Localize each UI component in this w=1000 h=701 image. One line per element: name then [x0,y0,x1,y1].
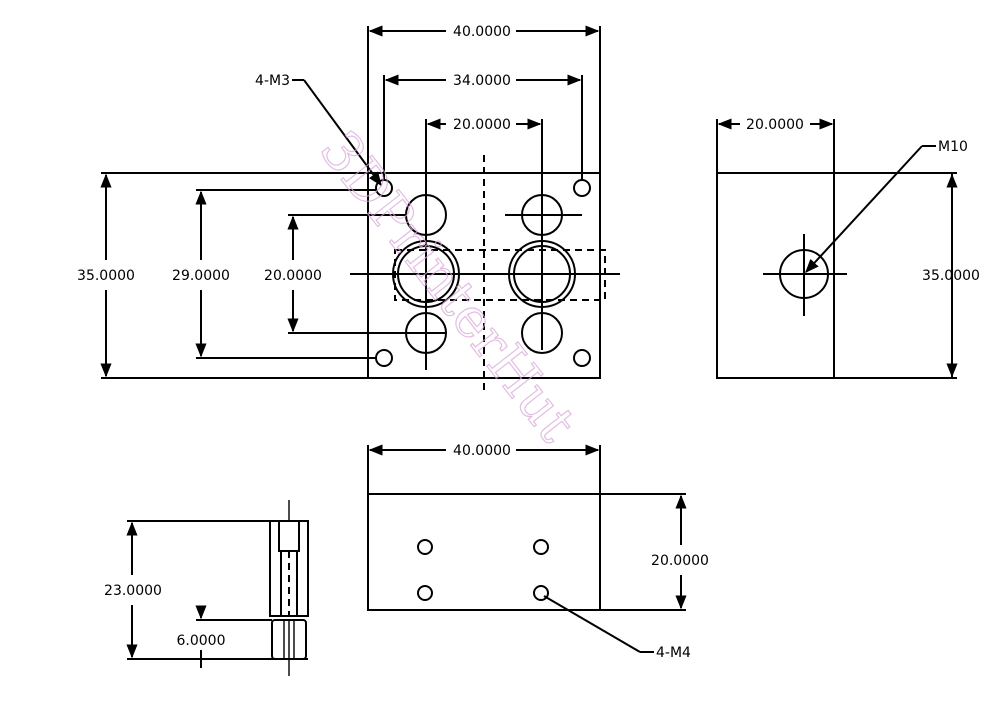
callout-m4: 4-M4 [543,595,691,661]
m3-hole [573,349,591,367]
dim-right-height-text: 35.0000 [922,268,980,284]
dim-hole-spacing-vertical: 29.0000 [172,189,376,359]
dim-section-step: 6.0000 [177,605,272,668]
dim-hole-spacing-outer: 34.0000 [383,73,583,180]
dim-inner-vertical: 20.0000 [264,214,406,334]
dim-side-offset: 20.0000 [716,117,835,173]
front-view [350,155,620,395]
m4-hole [417,585,433,601]
m3-hole [573,179,591,197]
side-view [716,172,953,379]
callout-m3: 4-M3 [255,73,382,187]
watermark: 3DPrinterHut [308,119,589,453]
dim-bottom-width: 40.0000 [367,443,601,494]
dim-hole-spacing-inner-text: 20.0000 [453,117,511,133]
dim-section-step-text: 6.0000 [177,633,226,649]
dim-bottom-height-text: 20.0000 [651,553,709,569]
dim-hole-spacing-inner: 20.0000 [425,117,543,195]
callout-m3-text: 4-M3 [255,73,290,89]
section-counterbore [278,520,300,552]
m4-hole [533,585,549,601]
dim-section-height-text: 23.0000 [104,583,162,599]
callout-m10: M10 [805,139,968,274]
dim-bottom-width-text: 40.0000 [453,443,511,459]
m4-hole [417,539,433,555]
bottom-view [367,493,601,611]
section-view [132,500,309,676]
dim-top-width-text: 40.0000 [453,24,511,40]
dim-inner-vertical-text: 20.0000 [264,268,322,284]
dim-hole-spacing-vertical-text: 29.0000 [172,268,230,284]
dim-hole-spacing-outer-text: 34.0000 [453,73,511,89]
bottom-view-outline [367,493,601,611]
dim-left-height-text: 35.0000 [77,268,135,284]
dim-side-offset-text: 20.0000 [746,117,804,133]
dim-top-width: 40.0000 [367,24,601,173]
callout-m10-text: M10 [938,139,968,155]
m4-hole [533,539,549,555]
dim-right-height: 35.0000 [922,172,980,379]
dim-bottom-height: 20.0000 [600,493,709,611]
dim-left-height: 35.0000 [77,172,368,379]
m3-hole [375,349,393,367]
callout-m4-text: 4-M4 [656,645,691,661]
dim-section-height: 23.0000 [104,520,162,660]
